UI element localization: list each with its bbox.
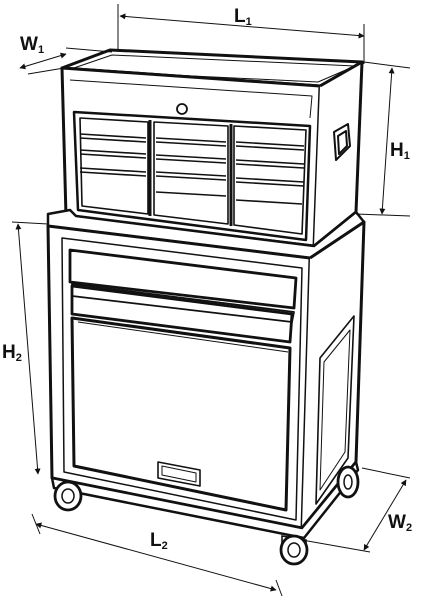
dimension-line-w2: [363, 479, 407, 551]
dimension-labels: L1 W1 H1 H2 L2 W2: [2, 6, 412, 552]
label-l1: L1: [234, 6, 252, 28]
caster-wheel-front-left: [53, 480, 83, 512]
lock-icon: [176, 103, 188, 115]
bottom-cabinet: [46, 208, 366, 540]
side-handle-icon: [333, 123, 351, 161]
dimension-line-l1: [119, 13, 365, 39]
caster-wheel-front-right: [279, 534, 309, 566]
dimension-line-l2: [35, 522, 277, 592]
caster-wheels: [53, 465, 360, 566]
label-w1: W1: [20, 34, 44, 56]
door-latch-icon: [157, 461, 201, 487]
dimension-line-w1: [19, 52, 67, 70]
top-chest-drawers: [79, 117, 307, 235]
label-w2: W2: [388, 512, 412, 534]
label-l2: L2: [150, 530, 168, 552]
dimension-line-h1: [379, 67, 395, 215]
top-chest: [60, 48, 364, 248]
label-h1: H1: [390, 140, 410, 162]
dimension-lines: [11, 4, 411, 597]
caster-wheel-back-right: [336, 465, 360, 499]
cabinet-door: [70, 316, 292, 512]
dimension-line-h2: [15, 223, 41, 475]
label-h2: H2: [2, 342, 22, 364]
cabinet-drawer-1: [68, 248, 298, 310]
